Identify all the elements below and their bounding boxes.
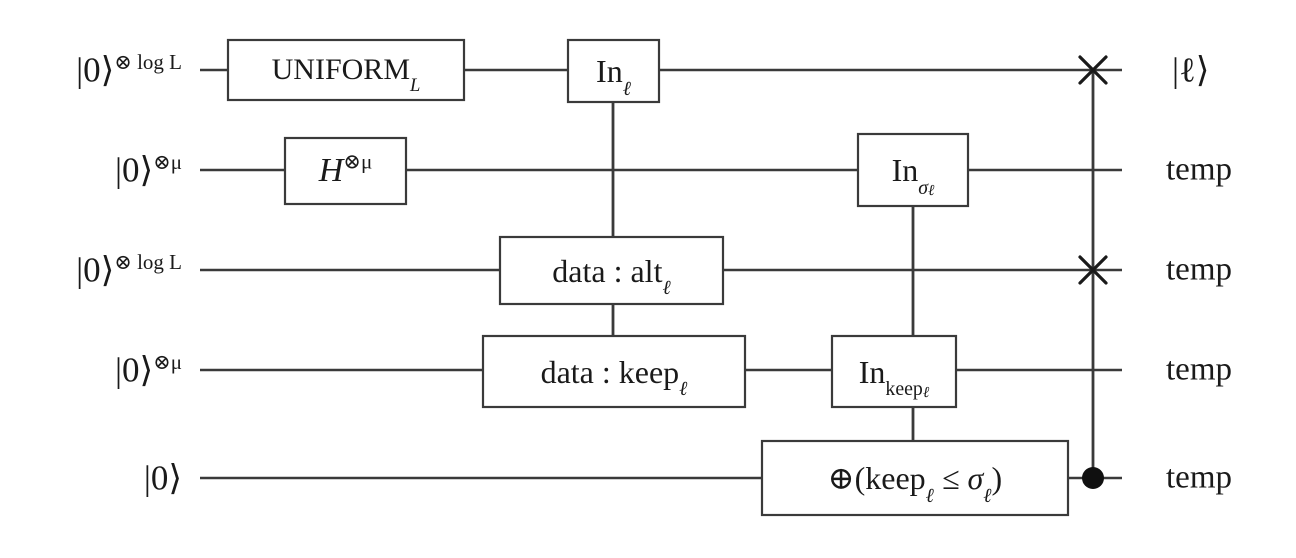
gate-box-uniform — [226, 38, 466, 102]
input-exponent-wire-3: ⊗ log L — [114, 249, 182, 274]
output-label-wire-1: |ℓ⟩ — [1172, 50, 1210, 90]
swap-x-icon-wire3 — [1078, 255, 1108, 285]
gate-box-data-keep — [481, 334, 747, 409]
input-ket-wire-3: |0⟩ — [76, 250, 115, 290]
swap-and-control-symbols — [1078, 55, 1108, 489]
output-label-wire-5: temp — [1166, 459, 1232, 496]
gate-boxes — [226, 38, 1070, 517]
gate-box-data-alt — [498, 235, 725, 306]
input-ket-wire-1: |0⟩ — [76, 50, 115, 90]
input-label-wire-5: |0⟩ — [144, 461, 182, 496]
gate-box-in-sigma-ell — [856, 132, 970, 208]
input-ket-wire-4: |0⟩ — [114, 350, 154, 390]
swap-x-icon-wire1 — [1078, 55, 1108, 85]
gate-connectors — [611, 70, 1095, 478]
input-ket-wire-5: |0⟩ — [143, 458, 182, 498]
control-dot-icon-wire5 — [1082, 467, 1104, 489]
input-exponent-wire-2: ⊗μ — [153, 149, 182, 174]
input-label-wire-3: |0⟩⊗ log L — [76, 249, 182, 290]
gate-box-in-keep-ell — [830, 334, 958, 409]
output-label-wire-4: temp — [1166, 351, 1232, 388]
input-ket-wire-2: |0⟩ — [114, 150, 154, 190]
gate-box-in-ell — [566, 38, 661, 104]
input-exponent-wire-4: ⊗μ — [153, 349, 182, 374]
input-label-wire-4: |0⟩⊗μ — [114, 349, 182, 390]
gate-box-xor-compare — [760, 439, 1070, 517]
output-label-wire-3: temp — [1166, 251, 1232, 288]
input-exponent-wire-1: ⊗ log L — [114, 49, 182, 74]
gate-box-hadamard — [283, 136, 408, 206]
input-label-wire-2: |0⟩⊗μ — [114, 149, 182, 190]
output-label-wire-2: temp — [1166, 151, 1232, 188]
input-label-wire-1: |0⟩⊗ log L — [76, 49, 182, 90]
